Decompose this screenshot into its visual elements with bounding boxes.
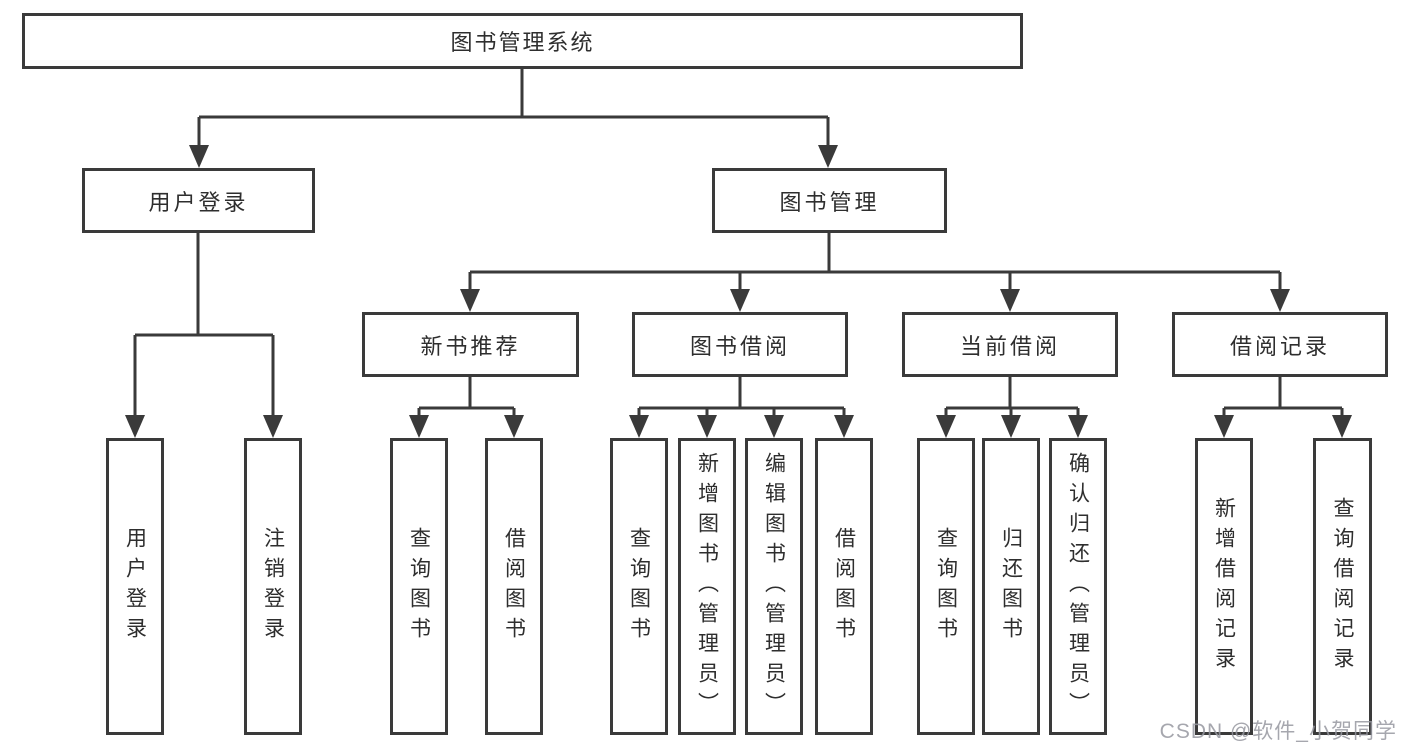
leaf-query-borrow-record: 查询借阅记录 [1313,438,1372,735]
connector-user-login-children [133,233,275,416]
connector-book-management-to-level2 [468,233,1282,290]
connector-current-borrow-children [944,377,1080,416]
arrowheads [125,145,1352,438]
connector-new-book-recommend-children [417,377,516,416]
leaf-return-books: 归还图书 [982,438,1040,735]
node-book-management: 图书管理 [712,168,947,233]
watermark: CSDN @软件_小贺同学 [1159,720,1397,743]
leaf-query-books-current: 查询图书 [917,438,975,735]
leaf-query-books-borrow: 查询图书 [610,438,668,735]
leaf-confirm-return-admin: 确认归还（管理员） [1049,438,1107,735]
leaf-add-borrow-record: 新增借阅记录 [1195,438,1253,735]
leaf-borrow-books: 借阅图书 [815,438,873,735]
node-current-borrow: 当前借阅 [902,312,1118,377]
leaf-logout: 注销登录 [244,438,302,735]
leaf-add-books-admin: 新增图书（管理员） [678,438,736,735]
node-book-borrow: 图书借阅 [632,312,848,377]
leaf-borrow-books-recommend: 借阅图书 [485,438,543,735]
connector-borrow-records-children [1222,377,1344,416]
node-new-book-recommend: 新书推荐 [362,312,579,377]
leaf-query-books-recommend: 查询图书 [390,438,448,735]
connector-book-borrow-children [637,377,846,416]
node-borrow-records: 借阅记录 [1172,312,1388,377]
node-root: 图书管理系统 [22,13,1023,69]
leaf-user-login: 用户登录 [106,438,164,735]
leaf-edit-books-admin: 编辑图书（管理员） [745,438,803,735]
node-user-login: 用户登录 [82,168,315,233]
connector-root-to-level1 [197,68,830,146]
